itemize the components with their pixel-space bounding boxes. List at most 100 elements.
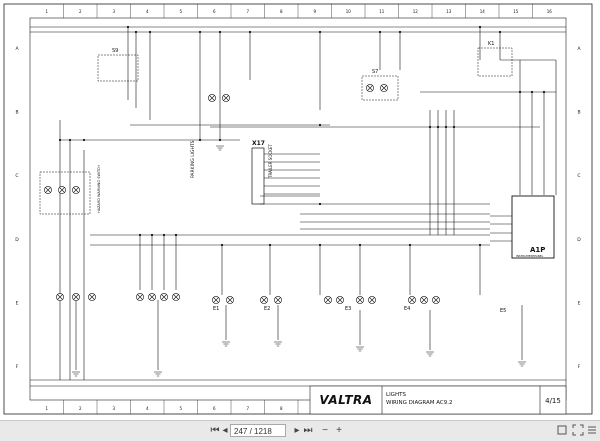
trailer-socket-label: TRAILER SOCKET [268,144,273,179]
junction-dot [82,138,86,142]
junction-dot [428,125,432,129]
menu-icon[interactable] [586,424,598,438]
junction-dot [134,30,138,34]
page-number-input[interactable]: 247 / 1218 [230,424,286,437]
first-page-icon[interactable]: ⏮ [210,425,220,436]
fit-page-icon[interactable] [556,424,568,438]
ground-icon [216,145,224,151]
junction-dot [68,138,72,142]
junction-dot [452,125,456,129]
row-marker-left: C [15,173,18,179]
hazard-label: HAZARD WARNING SWITCH [97,165,101,213]
prev-page-icon[interactable]: ◂ [222,425,228,436]
lamp-icon [226,296,234,304]
column-marker-top: 15 [513,9,519,14]
column-marker-top: 6 [213,9,216,14]
column-marker-top: 2 [79,9,82,14]
wiring-diagram-sheet: 1122334455667788991010111112121313141415… [3,3,593,415]
ground-icon [154,371,162,377]
title-line2: WIRING DIAGRAM AC9.2 [386,400,453,406]
lamp-icon [72,186,80,194]
junction-dot [478,25,482,29]
junction-dot [268,243,272,247]
sheet-number: 4/15 [545,397,561,405]
a1p-label: A1P [530,246,545,254]
s7-label: S7 [372,69,378,75]
lamp-icon [58,186,66,194]
lamp-icon [212,296,220,304]
e3-label: E3 [345,306,351,312]
next-page-icon[interactable]: ▸ [294,425,300,436]
junction-dot [150,233,154,237]
lamp-icon [148,293,156,301]
lamp-icon [432,296,440,304]
row-marker-left: E [16,301,19,307]
lamp-icon [208,94,216,102]
junction-dot [378,30,382,34]
junction-dot [198,138,202,142]
lamp-icon [408,296,416,304]
column-marker-top: 1 [45,9,48,14]
junction-dot [478,243,482,247]
hazard-warning-switch [39,171,91,215]
junction-dot [174,233,178,237]
junction-dot [444,125,448,129]
junction-dot [148,30,152,34]
switch-s9 [97,54,139,82]
row-marker-right: D [577,237,581,243]
column-marker-top: 12 [413,9,419,14]
lamp-icon [380,84,388,92]
column-marker-top: 4 [146,9,149,14]
e2-label: E2 [264,306,270,312]
ground-icon [426,351,434,357]
lamp-icon [260,296,268,304]
column-marker-top: 13 [446,9,452,14]
column-marker-bottom: 5 [179,406,182,411]
row-marker-right: A [577,46,581,52]
zoom-out-icon[interactable]: − [322,425,328,436]
row-marker-right: B [577,110,580,116]
x17-connector [251,147,265,205]
junction-dot [126,25,130,29]
pdf-viewer-toolbar: ⏮ ◂ 247 / 1218 ▸ ⏭ − + [0,420,600,441]
fullscreen-icon[interactable] [572,424,584,438]
junction-dot [436,125,440,129]
junction-dot [318,202,322,206]
column-marker-bottom: 4 [146,406,149,411]
column-marker-bottom: 1 [45,406,48,411]
junction-dot [218,30,222,34]
column-marker-bottom: 6 [213,406,216,411]
row-marker-right: E [578,301,581,307]
column-marker-bottom: 2 [79,406,82,411]
junction-dot [530,90,534,94]
column-marker-top: 7 [246,9,249,14]
parking-lights-label: PARKING LIGHTS [190,140,196,178]
column-marker-top: 16 [547,9,553,14]
column-marker-bottom: 8 [280,406,283,411]
last-page-icon[interactable]: ⏭ [303,425,313,436]
e4-label: E4 [404,306,410,312]
lamp-icon [368,296,376,304]
row-marker-right: C [577,173,580,179]
zoom-in-icon[interactable]: + [336,425,342,436]
column-marker-top: 9 [313,9,316,14]
junction-dot [398,30,402,34]
column-marker-top: 5 [179,9,182,14]
column-marker-top: 3 [112,9,115,14]
sheet-border [3,3,593,415]
lamp-icon [222,94,230,102]
junction-dot [318,243,322,247]
row-marker-left: F [16,364,19,370]
e1-label: E1 [213,306,219,312]
column-marker-top: 8 [280,9,283,14]
junction-dot [248,30,252,34]
lamp-symbols [44,84,440,304]
relay-k1 [477,47,513,77]
title-line1: LIGHTS [386,392,406,398]
switch-s7 [361,75,399,101]
x17-label: X17 [252,140,265,147]
column-marker-bottom: 3 [112,406,115,411]
lamp-icon [274,296,282,304]
e5-label: E5 [500,308,506,314]
lamp-icon [72,293,80,301]
